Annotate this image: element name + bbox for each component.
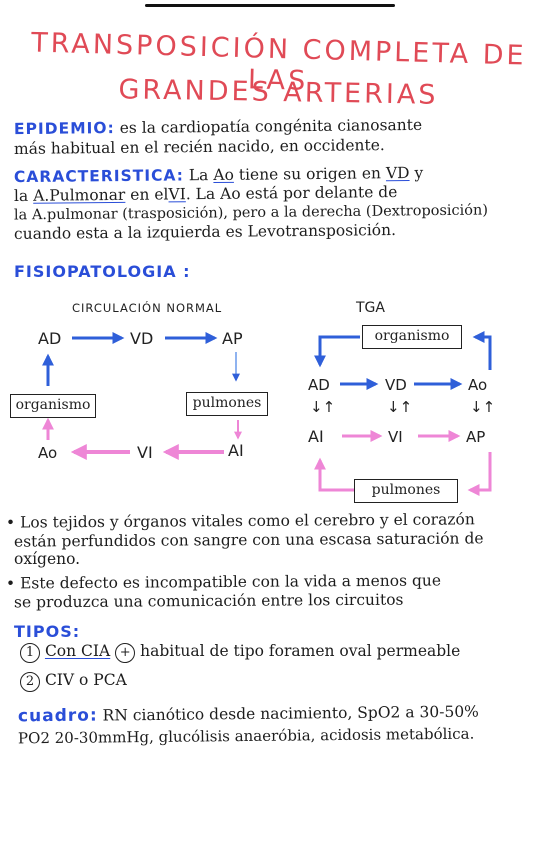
normal-vd: VD [130, 329, 153, 348]
normal-ap: AP [222, 329, 243, 348]
tipos-cia: Con CIA [44, 642, 111, 660]
top-rule [145, 4, 395, 7]
tga-vd: VD [385, 376, 407, 394]
tga-arrow-ap-pulmones [467, 452, 492, 496]
tga-ao: Ao [468, 376, 487, 394]
bullet1-line2: están perfundidos con sangre con una esc… [13, 529, 484, 551]
tga-ai: AI [308, 427, 324, 446]
normal-ad: AD [38, 329, 61, 348]
tipos-number-1: 1 [20, 643, 40, 663]
fisiopatologia-label: FISIOPATOLOGIA : [14, 262, 191, 281]
tga-title: TGA [355, 300, 385, 316]
plus-icon: + [115, 643, 136, 663]
tga-ap: AP [466, 428, 485, 446]
tga-updown-3: ↓↑ [470, 398, 495, 416]
tipos-item2-desc: CIV o PCA [44, 671, 127, 689]
normal-vi: VI [137, 443, 153, 462]
tga-ad: AD [308, 376, 330, 394]
tga-updown-2: ↓↑ [387, 398, 412, 416]
bullet2-line2: se produzca una comunicación entre los c… [13, 590, 404, 612]
normal-ao: Ao [38, 444, 57, 462]
tipos-item1-desc: habitual de tipo foramen oval permeable [140, 642, 461, 660]
normal-title: CIRCULACIÓN NORMAL [72, 300, 222, 315]
tga-updown-1: ↓↑ [310, 398, 335, 416]
normal-ai: AI [228, 441, 244, 460]
tga-organismo-box: organismo [362, 325, 462, 349]
cuadro-text1: RN cianótico desde nacimiento, SpO2 a 30… [102, 702, 479, 725]
normal-organismo-box: organismo [10, 394, 96, 418]
cuadro-label: cuadro: [17, 705, 98, 727]
tga-vi: VI [388, 428, 403, 446]
tipos-item2: 2 CIV o PCA [20, 671, 127, 692]
tga-arrow-organismo-ad [314, 335, 360, 368]
normal-pulmones-box: pulmones [186, 392, 268, 416]
tipos-label: TIPOS: [14, 622, 81, 641]
bullet1-line3: oxígeno. [14, 550, 81, 568]
tipos-item1: 1 Con CIA + habitual de tipo foramen ova… [20, 642, 460, 663]
tipos-number-2: 2 [20, 672, 40, 692]
tga-arrow-pulmones-ai [314, 457, 355, 492]
tga-pulmones-box: pulmones [354, 479, 458, 503]
tga-arrow-ao-organismo [472, 331, 492, 370]
